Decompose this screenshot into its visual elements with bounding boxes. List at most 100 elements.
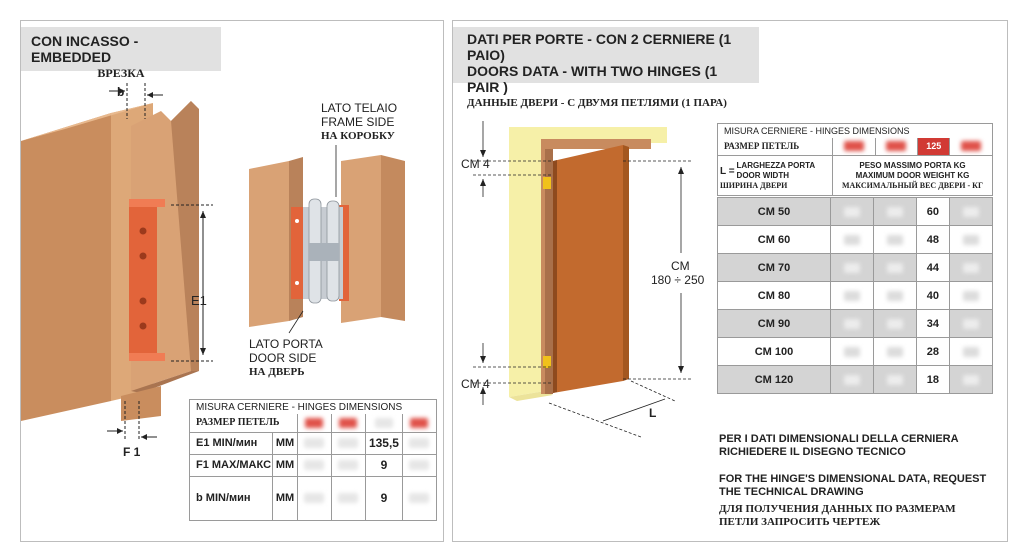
blurred-value bbox=[963, 318, 980, 329]
blurred-value bbox=[886, 262, 903, 273]
row-label: E1 MIN/мин bbox=[189, 431, 273, 455]
blurred-cell bbox=[949, 253, 993, 282]
door-width-cell: CM 70 bbox=[717, 253, 831, 282]
table-caption: MISURA CERNIERE - HINGES DIMENSIONS bbox=[189, 399, 437, 414]
row-value: 135,5 bbox=[364, 431, 403, 455]
door-width-cell: CM 120 bbox=[717, 365, 831, 394]
blurred-value bbox=[963, 262, 980, 273]
blurred-cell bbox=[872, 225, 917, 254]
embedded-illustration bbox=[21, 83, 405, 441]
blurred-value bbox=[963, 234, 980, 245]
blurred-value bbox=[886, 318, 903, 329]
label-cm4-top: CM 4 bbox=[461, 157, 490, 171]
max-weight-value: 18 bbox=[915, 365, 951, 394]
table-row: b MIN/мин MM 9 bbox=[189, 475, 438, 521]
doors-title-ru: ДАННЫЕ ДВЕРИ - С ДВУМЯ ПЕТЛЯМИ (1 ПАРА) bbox=[467, 97, 727, 109]
label-e1: E1 bbox=[191, 293, 207, 308]
embedded-title: CON INCASSO - EMBEDDED bbox=[31, 33, 139, 65]
label-width-l: L bbox=[649, 406, 657, 420]
blurred-size-header bbox=[305, 417, 324, 428]
door-width-it: LARGHEZZA PORTA bbox=[736, 160, 816, 170]
doors-title-en: DOORS DATA - WITH TWO HINGES (1 PAIR ) bbox=[467, 63, 718, 95]
blurred-value bbox=[963, 346, 980, 357]
label-f1: F 1 bbox=[123, 445, 141, 459]
blurred-value bbox=[843, 290, 860, 301]
door-width-ru: ШИРИНА ДВЕРИ bbox=[720, 180, 788, 190]
row-value: 9 bbox=[364, 475, 403, 521]
blurred-value bbox=[886, 346, 903, 357]
blurred-value bbox=[963, 290, 980, 301]
blurred-cell bbox=[949, 281, 993, 310]
blurred-cell bbox=[830, 337, 874, 366]
bottom-hinge bbox=[543, 356, 551, 368]
detail-leader-lines bbox=[288, 145, 337, 334]
blurred-value bbox=[843, 234, 860, 245]
label-frame-side-it: LATO TELAIO bbox=[321, 101, 398, 115]
wood-frame-drawing bbox=[21, 101, 199, 421]
blurred-size-header bbox=[886, 141, 907, 152]
table-row: CM 70 44 bbox=[717, 253, 993, 282]
embedded-title-ru: ВРЕЗКА bbox=[97, 66, 145, 80]
label-frame-side-ru: НА КОРОБКУ bbox=[321, 130, 395, 142]
door-width-cell: CM 80 bbox=[717, 281, 831, 310]
max-weight-ru: МАКСИМАЛЬНЫЙ ВЕС ДВЕРИ - КГ bbox=[841, 180, 984, 190]
max-weight-en: MAXIMUM DOOR WEIGHT KG bbox=[855, 170, 970, 180]
door-weight-table: MISURA CERNIERE - HINGES DIMENSIONS РАЗМ… bbox=[717, 123, 993, 196]
door-dimension-lines bbox=[473, 121, 693, 438]
embedded-hinge-plate bbox=[129, 199, 165, 361]
blurred-cell bbox=[338, 438, 359, 448]
blurred-cell bbox=[872, 365, 917, 394]
blurred-cell bbox=[338, 460, 359, 470]
note-it: PER I DATI DIMENSIONALI DELLA CERNIERA R… bbox=[719, 433, 959, 458]
max-weight-value: 44 bbox=[915, 253, 951, 282]
blurred-cell bbox=[949, 337, 993, 366]
doors-title-it: DATI PER PORTE - CON 2 CERNIERE (1 PAIO) bbox=[467, 31, 732, 63]
max-weight-value: 60 bbox=[915, 197, 951, 226]
blurred-cell bbox=[338, 493, 359, 503]
top-hinge bbox=[543, 177, 551, 189]
note-ru: ДЛЯ ПОЛУЧЕНИЯ ДАННЫХ ПО РАЗМЕРАМ ПЕТЛИ З… bbox=[719, 503, 956, 528]
row-label: F1 MAX/МАКС bbox=[189, 453, 273, 477]
door-width-cell: CM 90 bbox=[717, 309, 831, 338]
blurred-value bbox=[843, 374, 860, 385]
label-height-range: 180 ÷ 250 bbox=[651, 273, 705, 287]
blurred-cell bbox=[872, 197, 917, 226]
doors-data-header: DATI PER PORTE - CON 2 CERNIERE (1 PAIO)… bbox=[453, 27, 759, 109]
door-width-header: L = LARGHEZZA PORTA DOOR WIDTH ШИРИНА ДВ… bbox=[717, 155, 833, 196]
blurred-cell bbox=[830, 197, 874, 226]
blurred-cell bbox=[304, 493, 325, 503]
blurred-value bbox=[843, 346, 860, 357]
weight-table-caption: MISURA CERNIERE - HINGES DIMENSIONS bbox=[717, 123, 993, 138]
embedded-panel: CON INCASSO - EMBEDDED ВРЕЗКА bbox=[20, 20, 444, 542]
max-weight-value: 28 bbox=[915, 337, 951, 366]
blurred-cell bbox=[830, 225, 874, 254]
blurred-size-header bbox=[339, 417, 358, 428]
blurred-cell bbox=[409, 460, 430, 470]
blurred-value bbox=[886, 234, 903, 245]
blurred-value bbox=[886, 374, 903, 385]
max-weight-header: PESO MASSIMO PORTA KG MAXIMUM DOOR WEIGH… bbox=[832, 155, 993, 196]
blurred-value bbox=[886, 290, 903, 301]
blurred-cell bbox=[409, 493, 430, 503]
table-row: F1 MAX/МАКС MM 9 bbox=[189, 453, 438, 477]
blurred-size-header bbox=[843, 141, 864, 152]
label-cm-height: CM bbox=[671, 259, 690, 273]
blurred-value bbox=[843, 262, 860, 273]
door-dimension-arrows bbox=[480, 150, 684, 394]
table-row: E1 MIN/мин MM 135,5 bbox=[189, 431, 438, 455]
blurred-cell bbox=[872, 281, 917, 310]
blurred-cell bbox=[830, 253, 874, 282]
blurred-size-header bbox=[961, 141, 982, 152]
blurred-cell bbox=[872, 309, 917, 338]
label-door-side-ru: НА ДВЕРЬ bbox=[249, 366, 305, 378]
note-en: FOR THE HINGE'S DIMENSIONAL DATA, REQUES… bbox=[719, 473, 987, 498]
label-frame-side-en: FRAME SIDE bbox=[321, 115, 395, 129]
doors-data-panel: DATI PER PORTE - CON 2 CERNIERE (1 PAIO)… bbox=[452, 20, 1008, 542]
blurred-cell bbox=[304, 438, 325, 448]
door-width-cell: CM 100 bbox=[717, 337, 831, 366]
door-frame-drawing bbox=[541, 139, 651, 394]
table-row: CM 120 18 bbox=[717, 365, 993, 394]
